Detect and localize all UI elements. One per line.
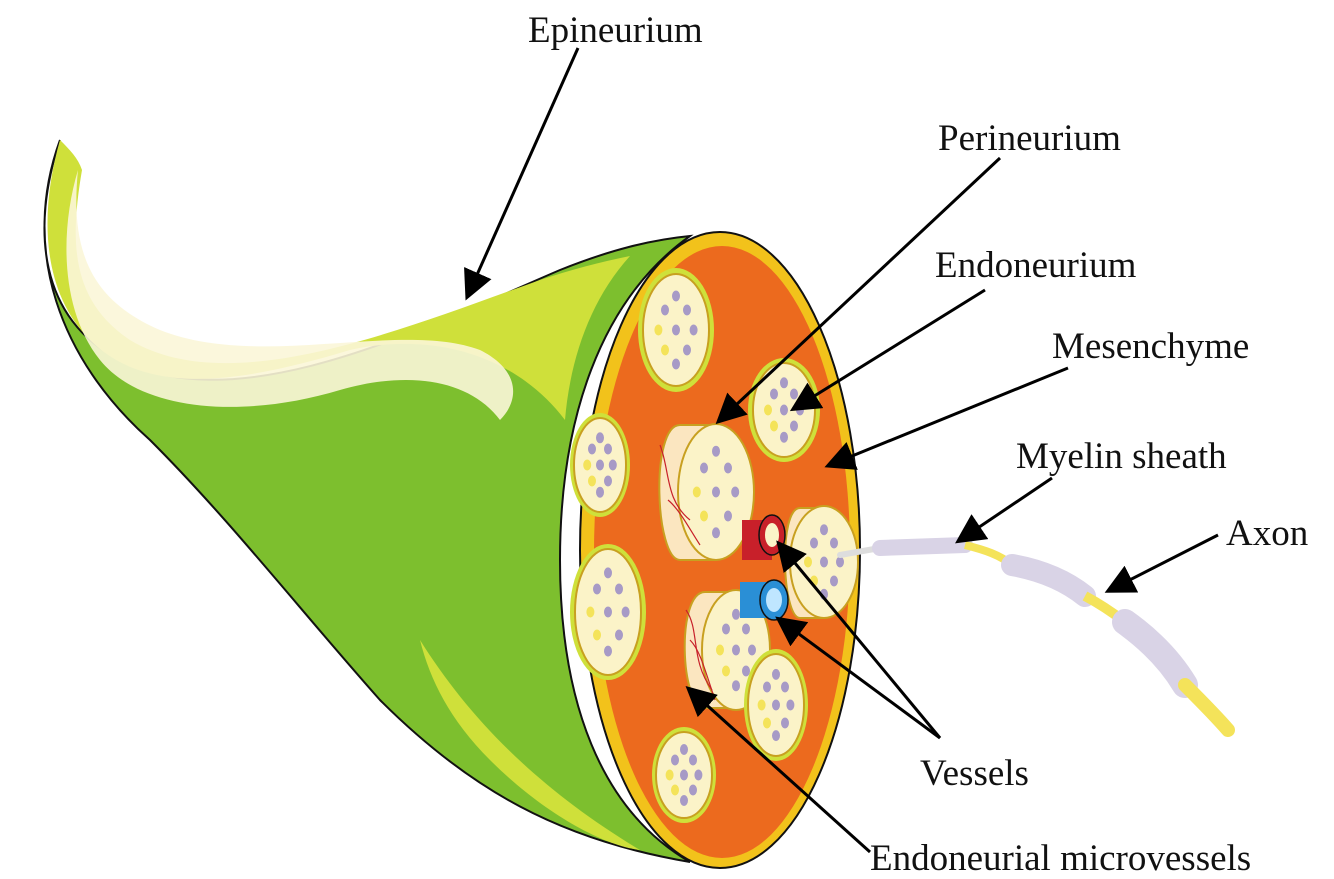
axon-dot: [732, 645, 740, 656]
label-endoneurial-microvessels: Endoneurial microvessels: [870, 840, 1251, 877]
axon-dot: [583, 460, 591, 471]
arrow-axon: [1110, 535, 1218, 590]
axon-dot: [672, 359, 680, 370]
axon-dot: [758, 700, 766, 711]
axon-dot: [689, 755, 697, 766]
axon-dot: [680, 770, 688, 781]
axon-dot: [700, 463, 708, 474]
artery: [742, 515, 785, 560]
label-mesenchyme: Mesenchyme: [1052, 328, 1249, 365]
axon-dot: [712, 446, 720, 457]
axon-dot: [680, 744, 688, 755]
label-vessels: Vessels: [920, 755, 1029, 792]
axon-dot: [690, 325, 698, 336]
axon-dot: [724, 511, 732, 522]
axon-dot: [810, 538, 818, 549]
axon-dot: [716, 645, 724, 656]
axon-dot: [593, 584, 601, 595]
arrow-epineurium: [468, 48, 578, 295]
axon-dot: [764, 405, 772, 416]
axon-dot: [742, 666, 750, 677]
axon-dot: [820, 524, 828, 535]
axon-dot: [694, 770, 702, 781]
axon-dot: [772, 669, 780, 680]
axon-dot: [671, 755, 679, 766]
axon-dot: [671, 785, 679, 796]
axon-dot: [683, 305, 691, 316]
axon-dot: [622, 607, 630, 618]
axon-dot: [790, 421, 798, 432]
axon-dot: [770, 421, 778, 432]
axon-dot: [748, 645, 756, 656]
arrow-myelin-sheath: [960, 478, 1052, 540]
axon-dot: [836, 557, 844, 568]
axon-dot: [770, 389, 778, 400]
label-epineurium: Epineurium: [528, 12, 703, 49]
axon-dot: [763, 682, 771, 693]
axon-dot: [763, 718, 771, 729]
axon-dot: [780, 405, 788, 416]
axon-dot: [693, 487, 701, 498]
vein: [740, 580, 788, 620]
label-endoneurium: Endoneurium: [935, 247, 1136, 284]
axon-dot: [689, 785, 697, 796]
axon-dot: [772, 730, 780, 741]
axon-dot: [609, 460, 617, 471]
axon-dot: [724, 463, 732, 474]
label-perineurium: Perineurium: [938, 120, 1121, 157]
axon-dot: [722, 624, 730, 635]
axon-dot: [604, 567, 612, 578]
myelinated-axon: [840, 545, 1228, 730]
axon-dot: [615, 584, 623, 595]
axon-dot: [722, 666, 730, 677]
axon-dot: [604, 646, 612, 657]
axon-dot: [772, 700, 780, 711]
axon-dot: [588, 444, 596, 455]
axon-dot: [780, 377, 788, 388]
label-myelin-sheath: Myelin sheath: [1016, 438, 1227, 475]
axon-dot: [666, 770, 674, 781]
fascicle-with-perineurium: [659, 424, 754, 560]
axon-dot: [732, 680, 740, 691]
axon-dot: [780, 432, 788, 443]
axon-dot: [604, 476, 612, 487]
label-axon: Axon: [1226, 515, 1308, 552]
axon-dot: [593, 630, 601, 641]
axon-dot: [742, 624, 750, 635]
axon-dot: [786, 700, 794, 711]
axon-dot: [661, 345, 669, 356]
axon-dot: [672, 325, 680, 336]
axon-dot: [804, 557, 812, 568]
axon-dot: [712, 487, 720, 498]
axon-dot: [604, 444, 612, 455]
axon-dot: [596, 487, 604, 498]
axon-dot: [661, 305, 669, 316]
axon-dot: [712, 527, 720, 538]
axon-dot: [830, 576, 838, 587]
axon-dot: [680, 795, 688, 806]
axon-dot: [820, 557, 828, 568]
axon-dot: [781, 718, 789, 729]
axon-dot: [586, 607, 594, 618]
axon-dot: [596, 460, 604, 471]
axon-dot: [588, 476, 596, 487]
axon-dot: [731, 487, 739, 498]
axon-dot: [683, 345, 691, 356]
axon-dot: [830, 538, 838, 549]
axon-dot: [781, 682, 789, 693]
axon-dot: [596, 432, 604, 443]
axon-dot: [700, 511, 708, 522]
axon-dot: [790, 389, 798, 400]
axon-dot: [654, 325, 662, 336]
axon-dot: [604, 607, 612, 618]
axon-dot: [615, 630, 623, 641]
axon-dot: [732, 609, 740, 620]
axon-dot: [672, 291, 680, 302]
